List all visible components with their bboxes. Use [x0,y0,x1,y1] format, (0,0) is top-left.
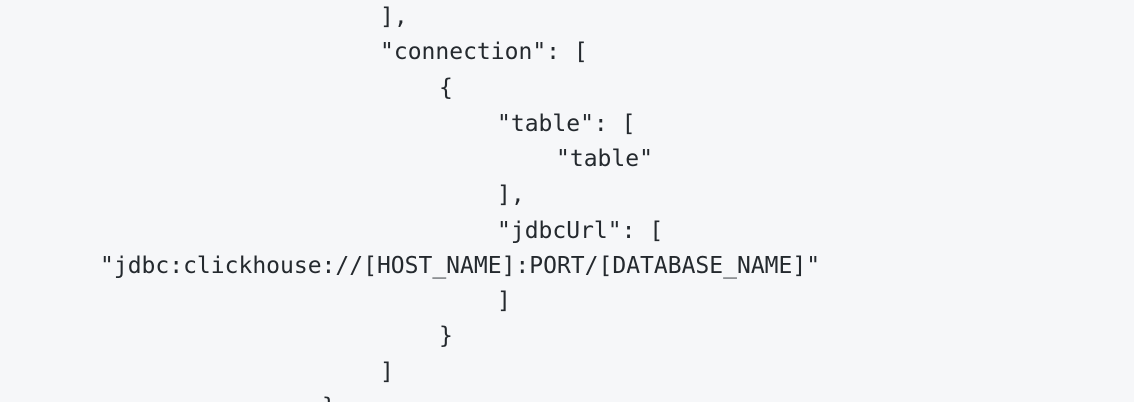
code-line: ] [497,288,511,314]
code-line: ] [380,359,394,385]
code-line: "table": [ [497,111,636,137]
code-line: ], [497,182,525,208]
code-line: "connection": [ [380,39,588,65]
code-line: } [322,393,336,402]
code-line: "jdbcUrl": [ [497,218,664,244]
code-line: ], [380,4,408,30]
code-line: "jdbc:clickhouse://[HOST_NAME]:PORT/[DAT… [100,253,821,279]
code-line: } [439,323,453,349]
code-line: { [439,75,453,101]
code-line: "table" [556,146,653,172]
